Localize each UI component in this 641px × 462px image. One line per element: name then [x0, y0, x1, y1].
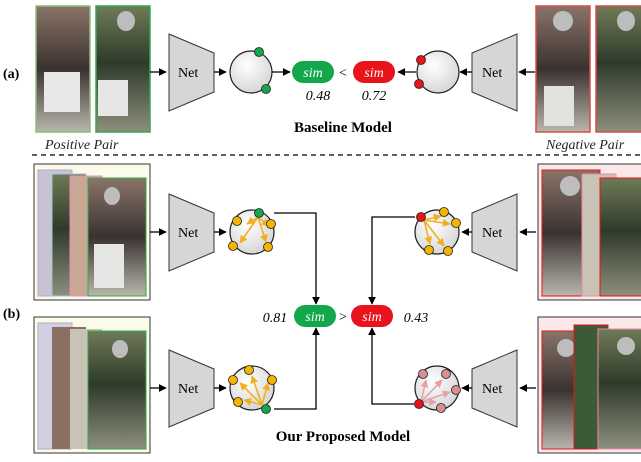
svg-text:sim: sim	[364, 66, 383, 81]
score-b-negative: 0.43	[404, 311, 429, 326]
net-block-b-bottom-left: Net	[168, 349, 215, 428]
svg-text:sim: sim	[362, 310, 381, 325]
embedding-sphere-b-bottom-right	[414, 365, 461, 413]
sample-node	[424, 245, 434, 255]
person-image	[36, 6, 90, 132]
positive-node	[254, 208, 264, 218]
net-block-b-bottom-right: Net	[471, 349, 518, 428]
panel-a-label: (a)	[3, 67, 20, 82]
positive-node	[261, 404, 271, 414]
negative-image-stack-top	[537, 163, 641, 301]
sample-node	[451, 218, 461, 228]
negative-node	[416, 212, 426, 222]
score-b-positive: 0.81	[263, 311, 288, 326]
embedding-sphere-a-left	[229, 47, 273, 94]
negative-node	[414, 399, 424, 409]
comparator-b: >	[339, 310, 347, 325]
sample-node	[418, 369, 428, 379]
sample-node	[263, 242, 273, 252]
sim-pill-a-negative: sim	[353, 61, 395, 83]
panel-b-label: (b)	[3, 307, 20, 322]
sim-pill-a-positive: sim	[292, 61, 334, 83]
sample-node	[436, 403, 446, 413]
positive-pair-caption: Positive Pair	[44, 138, 119, 153]
svg-text:sim: sim	[303, 66, 322, 81]
embedding-sphere-a-right	[414, 50, 460, 94]
svg-text:Net: Net	[178, 226, 198, 241]
negative-pair-images	[535, 5, 641, 133]
panel-b-title: Our Proposed Model	[276, 429, 410, 445]
sample-node	[232, 216, 242, 226]
sample-node	[228, 375, 238, 385]
embedding-sphere-b-bottom-left	[228, 365, 277, 414]
score-a-positive: 0.48	[306, 89, 331, 104]
net-block-b-top-left: Net	[168, 193, 215, 272]
positive-node	[261, 84, 271, 94]
net-block-b-top-right: Net	[471, 193, 518, 272]
sample-node	[267, 375, 277, 385]
svg-text:Net: Net	[482, 66, 502, 81]
sample-node	[443, 246, 453, 256]
comparator-a: <	[339, 66, 347, 81]
sample-node	[233, 397, 243, 407]
net-block-a-left: Net	[168, 33, 215, 112]
net-block-a-right: Net	[471, 33, 518, 112]
positive-image-stack-bottom	[33, 316, 151, 454]
person-image	[596, 6, 641, 132]
negative-pair-caption: Negative Pair	[545, 138, 625, 153]
svg-text:Net: Net	[178, 66, 198, 81]
sim-pill-b-positive: sim	[294, 305, 336, 327]
panel-a-title: Baseline Model	[294, 120, 392, 136]
sim-pill-b-negative: sim	[351, 305, 393, 327]
sample-node	[439, 207, 449, 217]
svg-text:sim: sim	[305, 310, 324, 325]
negative-node	[414, 79, 424, 89]
score-a-negative: 0.72	[362, 89, 387, 104]
embedding-sphere-b-top-left	[228, 208, 276, 255]
sample-node	[244, 365, 254, 375]
embedding-sphere-b-top-right	[414, 207, 461, 256]
sample-node	[228, 241, 238, 251]
positive-image-stack-top	[33, 163, 151, 301]
sample-node	[266, 219, 276, 229]
svg-text:Net: Net	[482, 226, 502, 241]
svg-text:Net: Net	[482, 382, 502, 397]
positive-node	[254, 47, 264, 57]
svg-text:Net: Net	[178, 382, 198, 397]
sample-node	[451, 385, 461, 395]
sample-node	[441, 369, 451, 379]
negative-node	[416, 55, 426, 65]
negative-image-stack-bottom	[537, 316, 641, 454]
positive-pair-images	[35, 5, 151, 133]
